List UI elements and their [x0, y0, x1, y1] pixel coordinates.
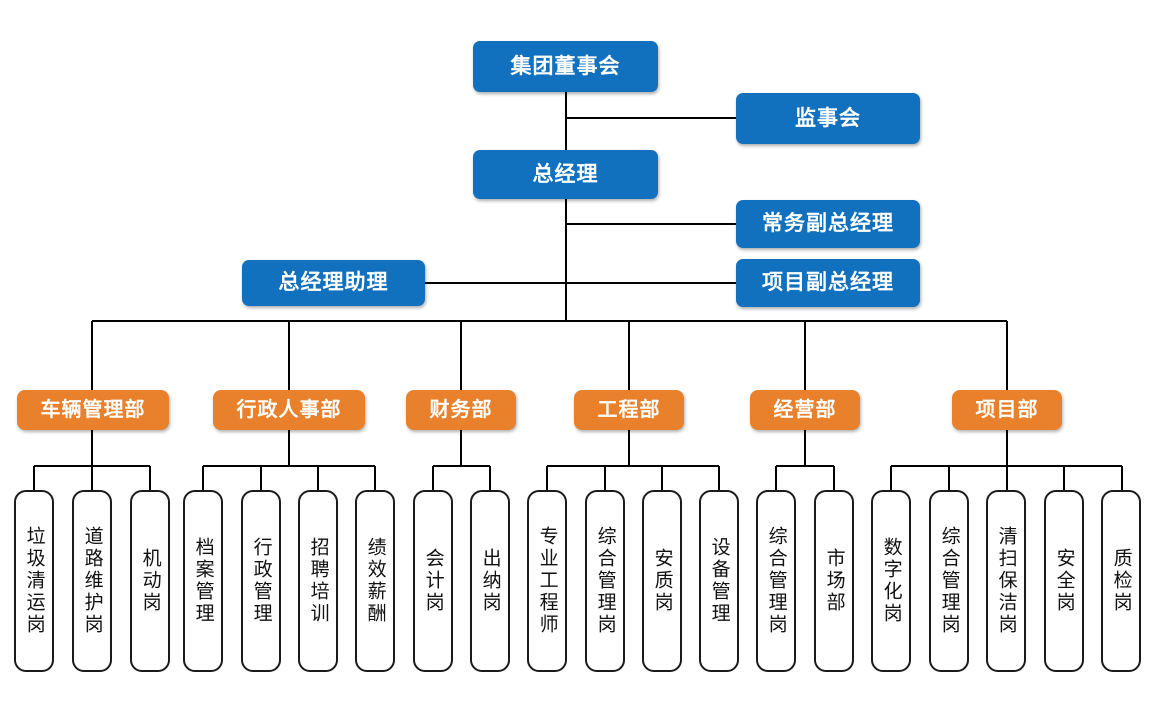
- node-department-operations-label: 经营部: [773, 398, 837, 421]
- node-supervisory-board-label: 监事会: [795, 106, 861, 130]
- node-general-manager-assistant-label: 总经理助理: [278, 271, 389, 295]
- node-position-marketing-label: 市场部: [823, 548, 845, 614]
- node-department-operations[interactable]: 经营部: [750, 390, 860, 430]
- node-position-general-mgmt-project-label: 综合管理岗: [938, 526, 960, 636]
- node-supervisory-board[interactable]: 监事会: [736, 93, 920, 144]
- node-position-safety[interactable]: 安全岗: [1044, 490, 1084, 672]
- node-position-safety-quality-label: 安质岗: [651, 548, 673, 614]
- node-position-professional-engineer[interactable]: 专业工程师: [527, 490, 567, 672]
- node-position-admin-mgmt-label: 行政管理: [250, 537, 272, 625]
- node-position-mobile-duty-label: 机动岗: [139, 548, 161, 614]
- node-position-general-mgmt-operations[interactable]: 综合管理岗: [756, 490, 796, 672]
- node-position-performance-pay[interactable]: 绩效薪酬: [355, 490, 395, 672]
- node-position-recruit-training-label: 招聘培训: [307, 537, 329, 625]
- node-position-digitalization-label: 数字化岗: [880, 537, 902, 625]
- node-project-vice-president[interactable]: 项目副总经理: [736, 259, 920, 307]
- node-position-safety-quality[interactable]: 安质岗: [642, 490, 682, 672]
- node-position-road-maintenance-label: 道路维护岗: [81, 526, 103, 636]
- node-department-admin-hr-label: 行政人事部: [236, 398, 342, 421]
- node-executive-vice-president-label: 常务副总经理: [762, 212, 894, 236]
- node-position-accounting[interactable]: 会计岗: [413, 490, 453, 672]
- node-position-cleaning-label: 清扫保洁岗: [995, 526, 1017, 636]
- node-board-of-directors-label: 集团董事会: [510, 54, 621, 78]
- node-position-marketing[interactable]: 市场部: [814, 490, 854, 672]
- node-position-archive-mgmt-label: 档案管理: [192, 537, 214, 625]
- node-position-recruit-training[interactable]: 招聘培训: [298, 490, 338, 672]
- node-department-vehicle[interactable]: 车辆管理部: [17, 390, 169, 430]
- node-department-finance[interactable]: 财务部: [406, 390, 516, 430]
- node-position-road-maintenance[interactable]: 道路维护岗: [72, 490, 112, 672]
- node-department-project[interactable]: 项目部: [952, 390, 1062, 430]
- node-position-digitalization[interactable]: 数字化岗: [871, 490, 911, 672]
- node-position-equipment-mgmt-label: 设备管理: [708, 537, 730, 625]
- node-position-cashier-label: 出纳岗: [479, 548, 501, 614]
- node-position-archive-mgmt[interactable]: 档案管理: [183, 490, 223, 672]
- node-position-general-mgmt-project[interactable]: 综合管理岗: [929, 490, 969, 672]
- node-position-quality-inspection[interactable]: 质检岗: [1101, 490, 1141, 672]
- node-position-waste-transport-label: 垃圾清运岗: [23, 526, 45, 636]
- node-general-manager-label: 总经理: [532, 162, 599, 186]
- node-position-equipment-mgmt[interactable]: 设备管理: [699, 490, 739, 672]
- node-position-general-mgmt-engineering-label: 综合管理岗: [594, 526, 616, 636]
- node-position-mobile-duty[interactable]: 机动岗: [130, 490, 170, 672]
- node-general-manager-assistant[interactable]: 总经理助理: [242, 260, 425, 306]
- node-department-finance-label: 财务部: [429, 398, 493, 421]
- node-position-admin-mgmt[interactable]: 行政管理: [241, 490, 281, 672]
- node-department-engineering-label: 工程部: [597, 398, 661, 421]
- node-position-professional-engineer-label: 专业工程师: [536, 526, 558, 636]
- node-position-cashier[interactable]: 出纳岗: [470, 490, 510, 672]
- node-position-cleaning[interactable]: 清扫保洁岗: [986, 490, 1026, 672]
- node-position-accounting-label: 会计岗: [422, 548, 444, 614]
- node-position-performance-pay-label: 绩效薪酬: [364, 537, 386, 625]
- node-executive-vice-president[interactable]: 常务副总经理: [736, 200, 920, 248]
- node-department-vehicle-label: 车辆管理部: [40, 398, 146, 421]
- node-department-project-label: 项目部: [975, 398, 1039, 421]
- node-project-vice-president-label: 项目副总经理: [762, 271, 894, 295]
- node-position-waste-transport[interactable]: 垃圾清运岗: [14, 490, 54, 672]
- node-position-general-mgmt-engineering[interactable]: 综合管理岗: [585, 490, 625, 672]
- node-position-quality-inspection-label: 质检岗: [1110, 548, 1132, 614]
- node-department-engineering[interactable]: 工程部: [574, 390, 684, 430]
- node-board-of-directors[interactable]: 集团董事会: [473, 41, 658, 92]
- node-general-manager[interactable]: 总经理: [473, 150, 658, 199]
- node-department-admin-hr[interactable]: 行政人事部: [213, 390, 365, 430]
- node-position-safety-label: 安全岗: [1053, 548, 1075, 614]
- node-position-general-mgmt-operations-label: 综合管理岗: [765, 526, 787, 636]
